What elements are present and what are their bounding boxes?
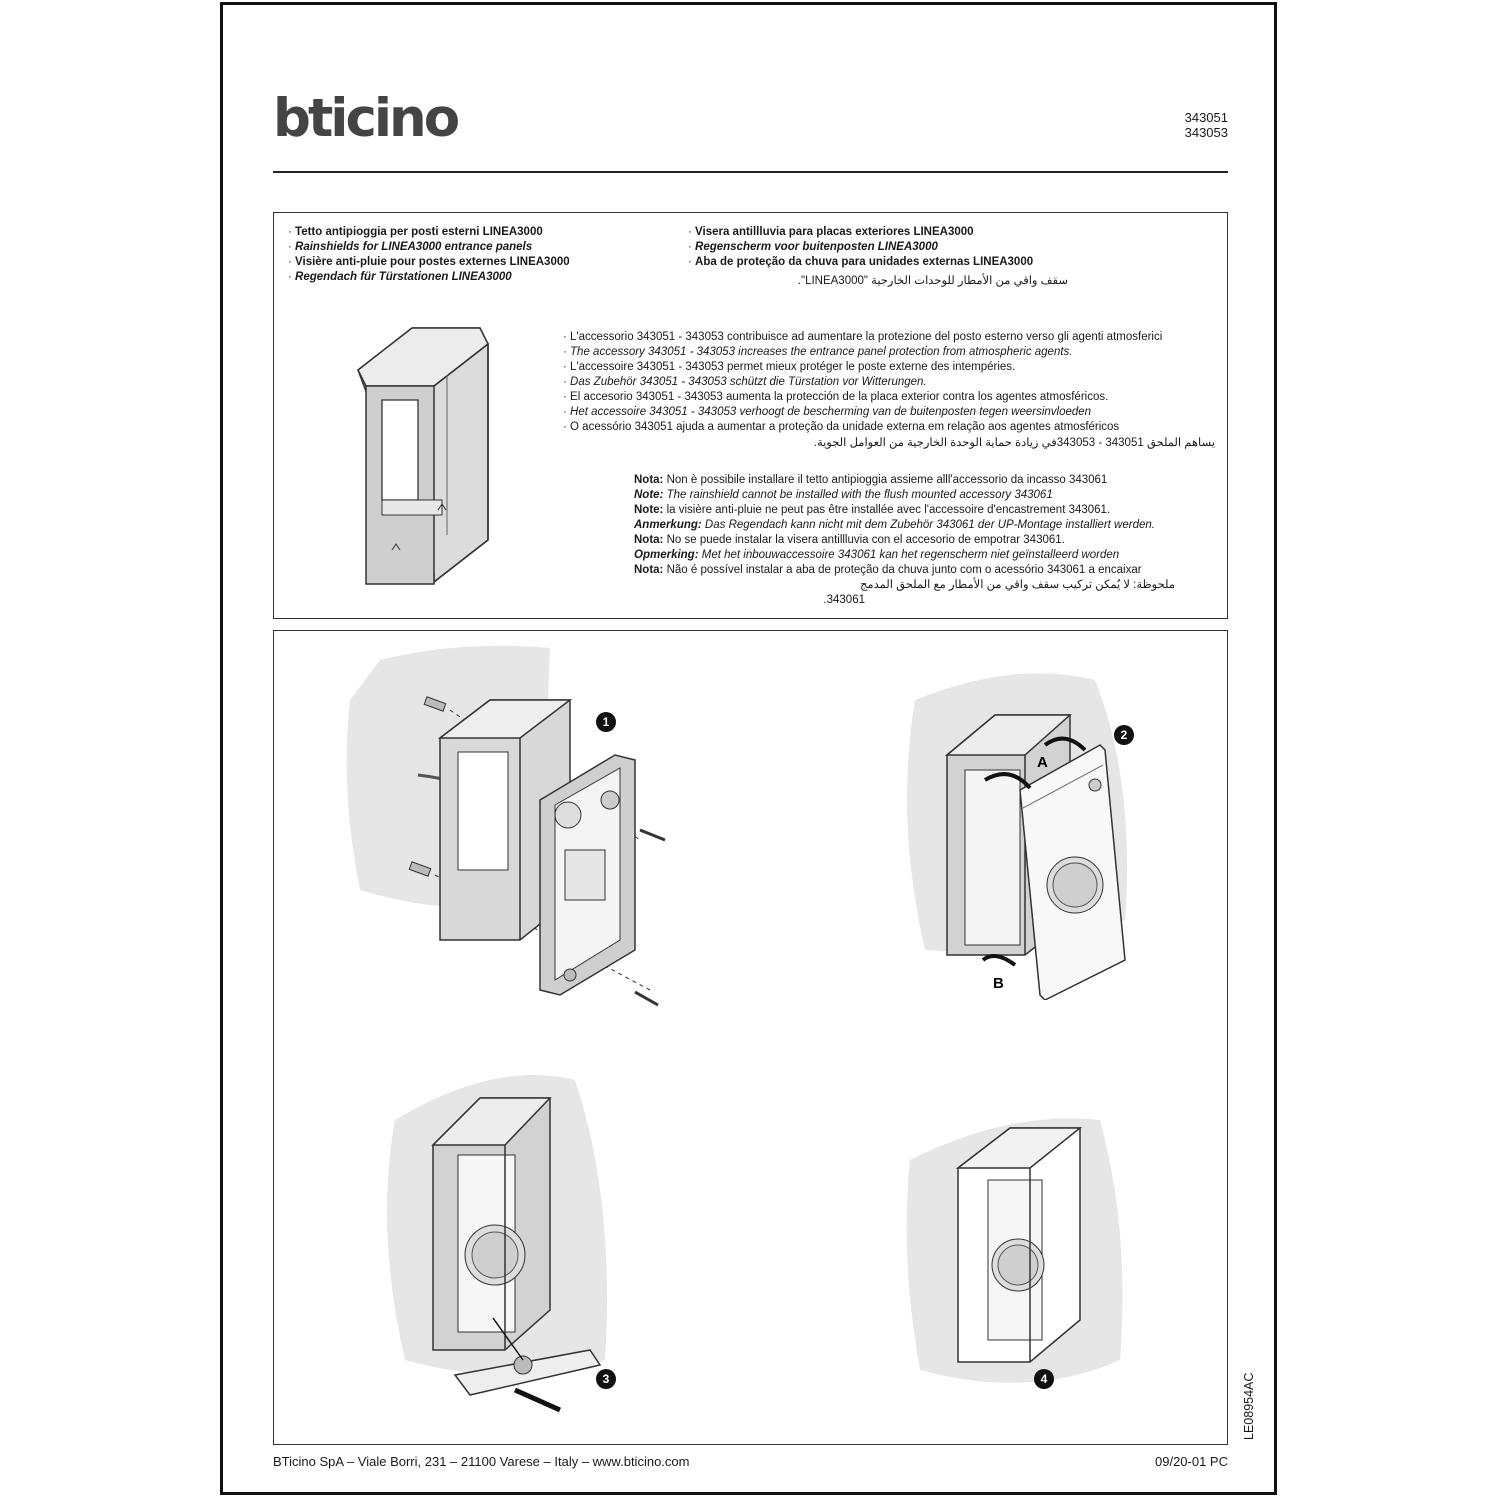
note-label: Nota: [634,534,664,546]
description-es: El accesorio 343051 - 343053 aumenta la … [570,391,1109,403]
description-block: · L'accessorio 343051 - 343053 contribui… [563,331,1163,433]
note-text: Non è possibile installare il tetto anti… [663,474,1108,486]
brand-text: bticino [273,92,459,142]
step-2-badge: 2 [1114,725,1134,745]
instructions-box [273,630,1228,1445]
step-1-badge: 1 [596,712,616,732]
note-text: Das Regendach kann nicht mit dem Zubehör… [701,519,1155,531]
notes-block: Nota: Non è possibile installare il tett… [634,473,1155,578]
description-ar: يساهم الملحق 343051 - 343053في زيادة حما… [813,437,1215,449]
header-rule [273,171,1228,173]
step-4-badge: 4 [1034,1369,1054,1389]
title-ar: سقف واقي من الأمطار للوحدات الخارجية "LI… [797,275,1068,287]
label-a: A [1037,754,1048,771]
note-label: Note: [634,504,664,516]
note-label: Nota: [634,564,664,576]
info-box [273,212,1228,619]
note-label: Anmerkung: [634,519,702,531]
note-label: Nota: [634,474,664,486]
note-label: Note: [634,489,664,501]
title-en: Rainshields for LINEA3000 entrance panel… [295,241,533,253]
titles-left: · Tetto antipioggia per posti esterni LI… [288,226,570,283]
title-nl: Regenscherm voor buitenposten LINEA3000 [695,241,938,253]
title-pt: Aba de proteção da chuva para unidades e… [695,256,1034,268]
code-1: 343051 [1184,110,1228,125]
label-b: B [993,975,1004,992]
description-en: The accessory 343051 - 343053 increases … [570,346,1073,358]
footer-date: 09/20-01 PC [1155,1454,1228,1469]
rainshield-illustration [357,327,489,585]
title-es: Visera antillluvia para placas exteriore… [695,226,974,238]
title-fr: Visière anti-pluie pour postes externes … [295,256,570,268]
step-2-illustration: A B [907,673,1127,1000]
note-text: Não é possível instalar a aba de proteçã… [663,564,1142,576]
bticino-logo: bticino [273,92,462,142]
note-text: The rainshield cannot be installed with … [663,489,1053,501]
description-it: L'accessorio 343051 - 343053 contribuisc… [570,331,1163,343]
note-text: Met het inbouwaccessoire 343061 kan het … [698,549,1120,561]
document-frame [220,2,1277,1495]
step-1-illustration [346,645,666,1007]
description-nl: Het accessoire 343051 - 343053 verhoogt … [570,406,1092,418]
note-text: la visière anti-pluie ne peut pas être i… [663,504,1111,516]
description-fr: L'accessoire 343051 - 343053 permet mieu… [570,361,1016,373]
step-3-illustration [387,1075,607,1413]
step-4-illustration [906,1118,1123,1383]
note-ar-code: 343061. [823,594,865,606]
document-code: LE08954AC [1242,1372,1256,1440]
note-label: Opmerking: [634,549,699,561]
note-ar: ملحوظة: لا يُمكن تركيب سقف واقي من الأمط… [859,579,1175,591]
titles-right: · Visera antillluvia para placas exterio… [688,226,1034,268]
title-de: Regendach für Türstationen LINEA3000 [295,271,512,283]
note-text: No se puede instalar la visera antillluv… [663,534,1065,546]
title-it: Tetto antipioggia per posti esterni LINE… [295,226,543,238]
step-3-badge: 3 [596,1369,616,1389]
product-codes: 343051 343053 [1130,110,1228,140]
code-2: 343053 [1184,125,1228,140]
description-de: Das Zubehör 343051 - 343053 schützt die … [570,376,927,388]
footer-address: BTicino SpA – Viale Borri, 231 – 21100 V… [273,1454,690,1469]
description-pt: O acessório 343051 ajuda a aumentar a pr… [570,421,1120,433]
